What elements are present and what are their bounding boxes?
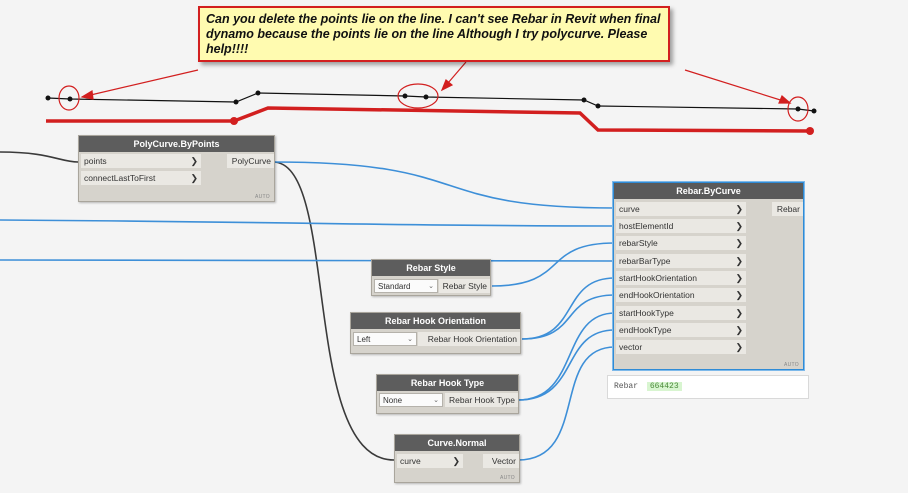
dropdown-value: Left — [357, 335, 371, 344]
geometry-preview-rebar — [46, 106, 814, 135]
chevron-right-icon: ❯ — [452, 456, 460, 466]
port-label: curve — [619, 204, 640, 214]
input-port-end-hook-type[interactable]: endHookType ❯ — [616, 323, 746, 337]
chevron-right-icon: ❯ — [735, 204, 743, 214]
input-port-connect-last-to-first[interactable]: connectLastToFirst ❯ — [81, 171, 201, 185]
preview-value: 664423 — [646, 382, 682, 391]
node-title: Rebar Hook Type — [377, 375, 518, 391]
input-port-points[interactable]: points ❯ — [81, 154, 201, 168]
node-rebar-style[interactable]: Rebar Style Standard ⌄ Rebar Style — [371, 259, 491, 296]
chevron-right-icon: ❯ — [190, 173, 198, 183]
auto-badge: AUTO — [784, 362, 799, 368]
chevron-right-icon: ❯ — [735, 273, 743, 283]
port-label: Rebar — [776, 204, 800, 214]
chevron-right-icon: ❯ — [735, 325, 743, 335]
callout-text: Can you delete the points lie on the lin… — [206, 12, 661, 56]
port-label: curve — [400, 456, 421, 466]
chevron-right-icon: ❯ — [735, 308, 743, 318]
rebar-style-dropdown[interactable]: Standard ⌄ — [374, 279, 438, 293]
hook-type-dropdown[interactable]: None ⌄ — [379, 393, 443, 407]
port-label: endHookType — [619, 325, 672, 335]
input-port-curve[interactable]: curve ❯ — [397, 454, 463, 468]
port-label: rebarBarType — [619, 256, 671, 266]
output-port-polycurve[interactable]: PolyCurve — [227, 154, 274, 168]
port-label: rebarStyle — [619, 238, 658, 248]
chevron-right-icon: ❯ — [735, 238, 743, 248]
input-port-host-element-id[interactable]: hostElementId ❯ — [616, 219, 746, 233]
input-port-rebar-style[interactable]: rebarStyle ❯ — [616, 236, 746, 250]
node-title: Rebar Style — [372, 260, 490, 276]
node-polycurve-by-points[interactable]: PolyCurve.ByPoints points ❯ connectLastT… — [78, 135, 275, 202]
output-port-vector[interactable]: Vector — [483, 454, 519, 468]
dropdown-value: Standard — [378, 282, 411, 291]
port-label: connectLastToFirst — [84, 173, 156, 183]
chevron-right-icon: ❯ — [190, 156, 198, 166]
input-port-start-hook-orientation[interactable]: startHookOrientation ❯ — [616, 271, 746, 285]
port-label: Rebar Hook Type — [449, 395, 515, 405]
port-label: PolyCurve — [231, 156, 271, 166]
preview-label: Rebar — [614, 382, 639, 391]
input-port-rebar-bar-type[interactable]: rebarBarType ❯ — [616, 254, 746, 268]
node-rebar-hook-type[interactable]: Rebar Hook Type None ⌄ Rebar Hook Type — [376, 374, 519, 414]
node-rebar-hook-orientation[interactable]: Rebar Hook Orientation Left ⌄ Rebar Hook… — [350, 312, 521, 354]
chevron-down-icon: ⌄ — [428, 283, 434, 290]
annotation-marks — [58, 61, 809, 122]
chevron-right-icon: ❯ — [735, 290, 743, 300]
node-title: Rebar Hook Orientation — [351, 313, 520, 329]
port-label: Rebar Style — [442, 281, 487, 291]
hook-orientation-dropdown[interactable]: Left ⌄ — [353, 332, 417, 346]
output-port-rebar[interactable]: Rebar — [772, 202, 803, 216]
node-title: PolyCurve.ByPoints — [79, 136, 274, 152]
port-label: hostElementId — [619, 221, 674, 231]
chevron-down-icon: ⌄ — [433, 397, 439, 404]
port-label: Rebar Hook Orientation — [427, 334, 517, 344]
output-port-rebar-hook-type[interactable]: Rebar Hook Type — [445, 393, 518, 407]
chevron-right-icon: ❯ — [735, 256, 743, 266]
node-title: Rebar.ByCurve — [614, 183, 803, 199]
output-port-rebar-hook-orientation[interactable]: Rebar Hook Orientation — [418, 332, 520, 346]
dropdown-value: None — [383, 396, 403, 405]
port-label: Vector — [491, 456, 516, 466]
question-callout: Can you delete the points lie on the lin… — [198, 6, 670, 62]
input-port-end-hook-orientation[interactable]: endHookOrientation ❯ — [616, 288, 746, 302]
output-port-rebar-style[interactable]: Rebar Style — [439, 279, 490, 293]
chevron-down-icon: ⌄ — [407, 336, 413, 343]
input-port-vector[interactable]: vector ❯ — [616, 340, 746, 354]
chevron-right-icon: ❯ — [735, 221, 743, 231]
port-label: vector — [619, 342, 643, 352]
port-label: startHookType — [619, 308, 674, 318]
port-label: startHookOrientation — [619, 273, 697, 283]
auto-badge: AUTO — [500, 475, 515, 481]
input-port-start-hook-type[interactable]: startHookType ❯ — [616, 306, 746, 320]
auto-badge: AUTO — [255, 194, 270, 200]
node-title: Curve.Normal — [395, 435, 519, 451]
node-preview-bubble[interactable]: Rebar 664423 — [607, 375, 809, 399]
chevron-right-icon: ❯ — [735, 342, 743, 352]
input-port-curve[interactable]: curve ❯ — [616, 202, 746, 216]
port-label: endHookOrientation — [619, 290, 695, 300]
node-rebar-by-curve[interactable]: Rebar.ByCurve curve ❯ hostElementId ❯ re… — [613, 182, 804, 370]
port-label: points — [84, 156, 107, 166]
node-curve-normal[interactable]: Curve.Normal curve ❯ Vector AUTO — [394, 434, 520, 483]
geometry-preview-polyline — [45, 90, 817, 114]
